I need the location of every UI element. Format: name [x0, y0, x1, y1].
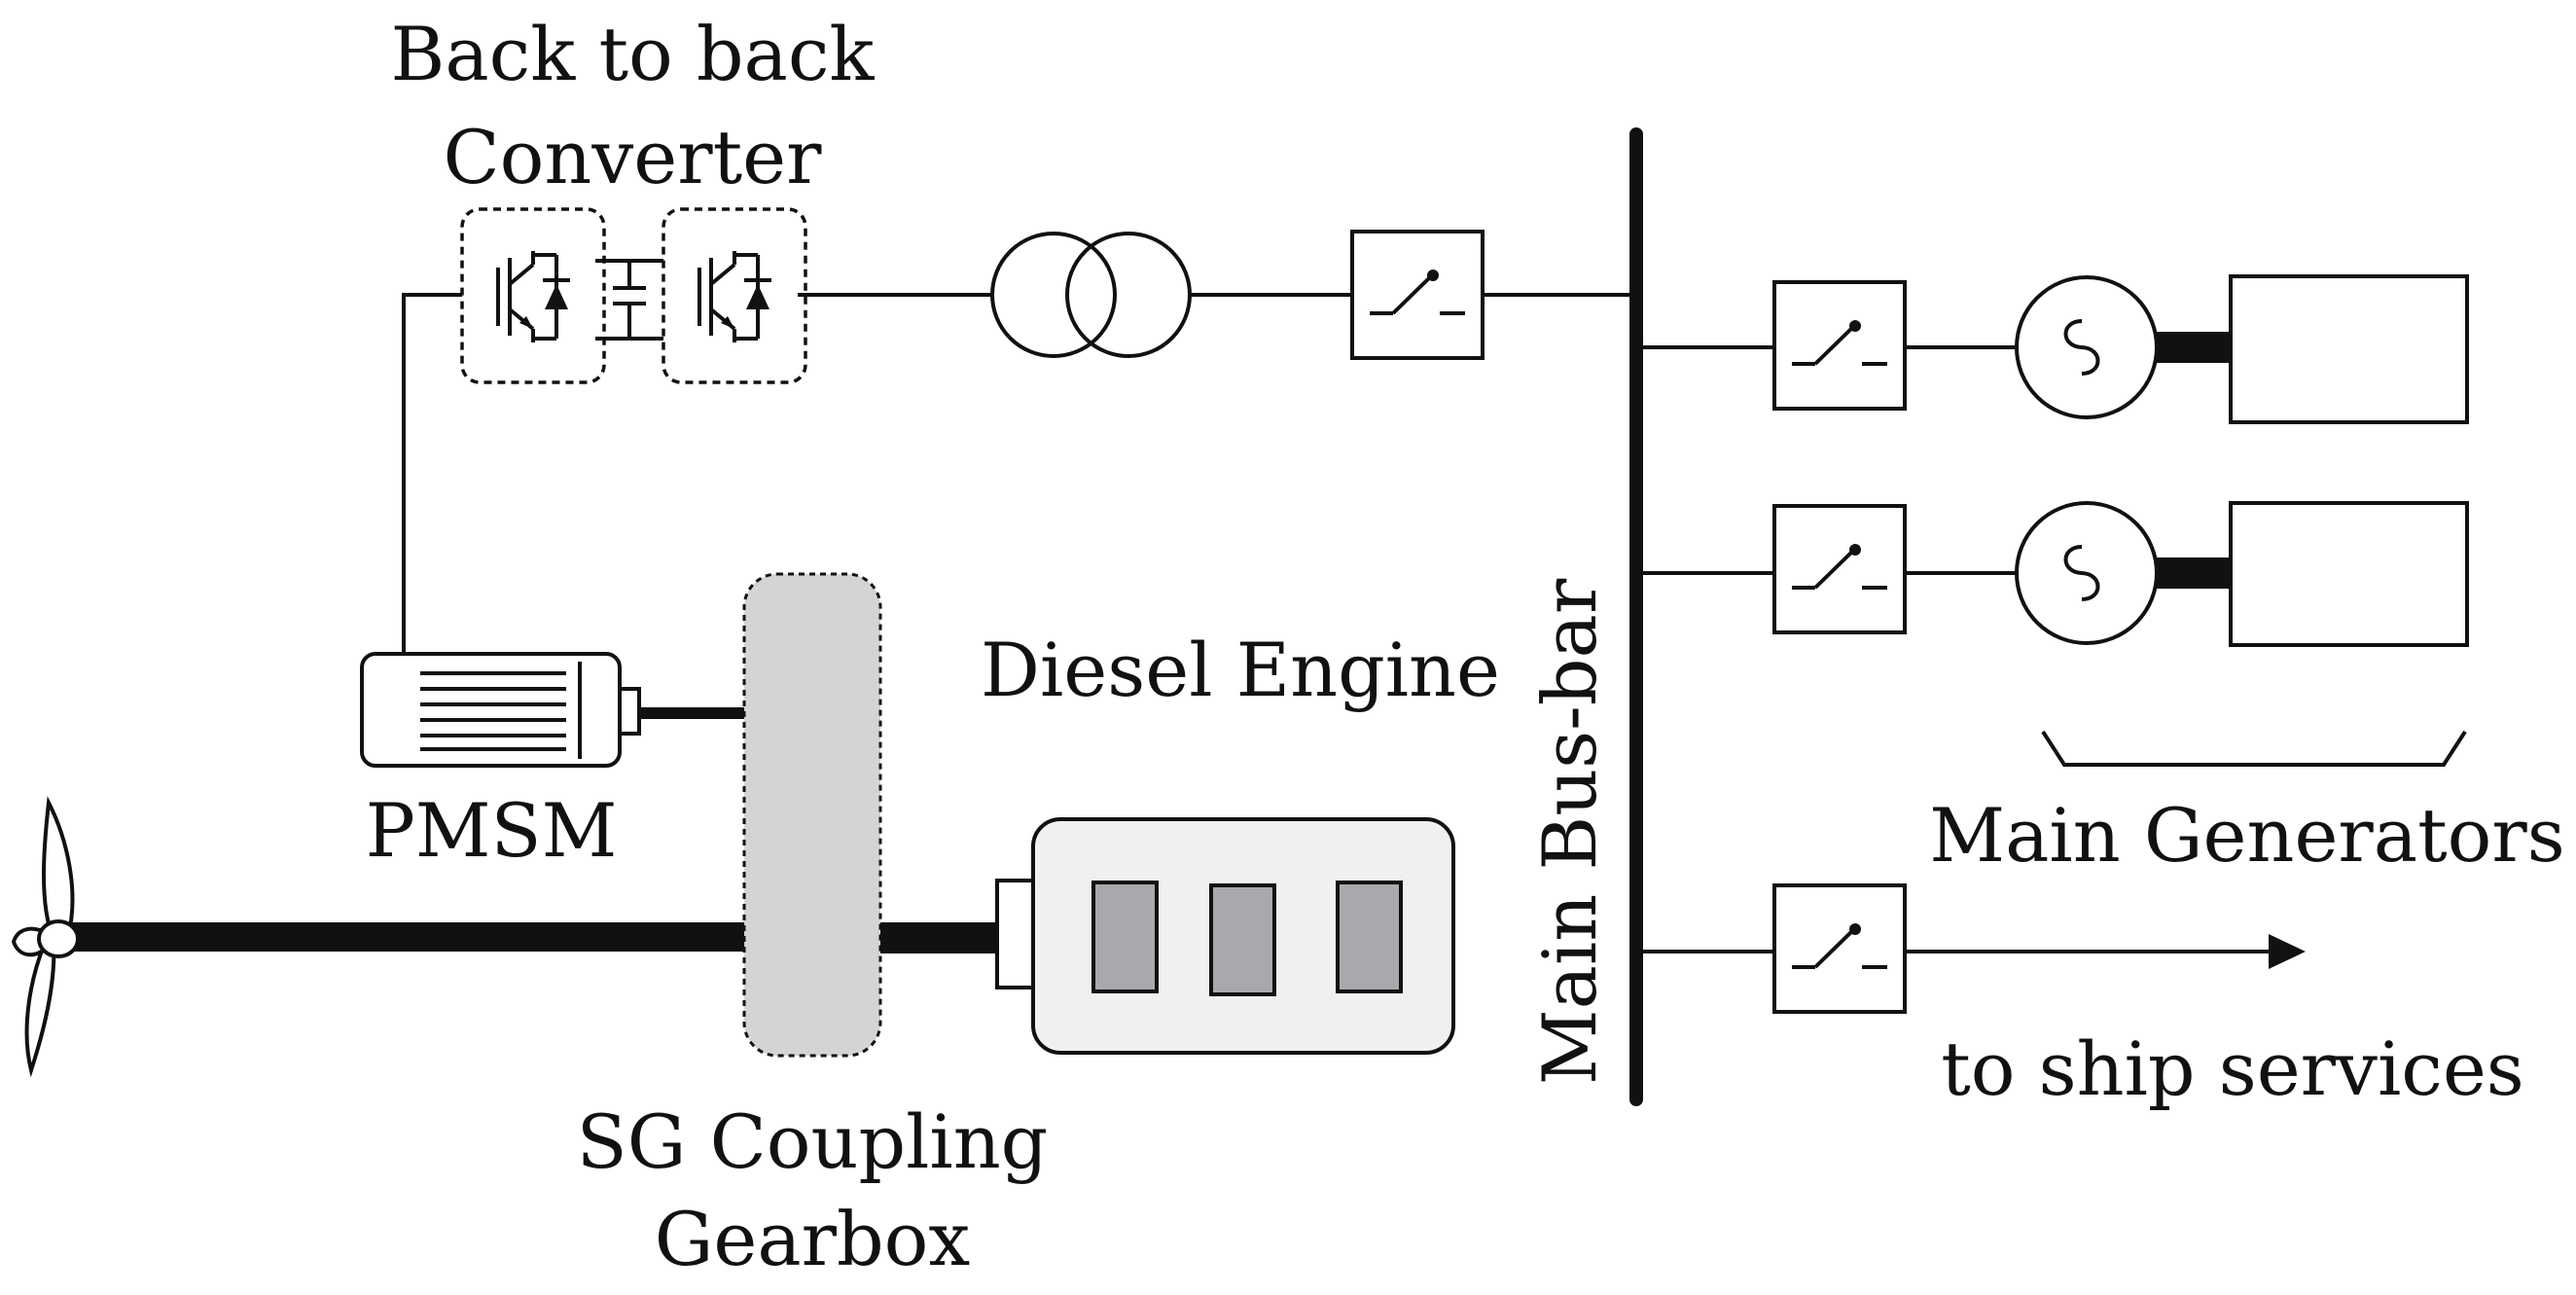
converter-feed-wire — [402, 293, 462, 652]
gearbox-to-engine-shaft — [880, 922, 997, 953]
generator-2 — [2015, 501, 2159, 645]
generator-2-shaft — [2157, 558, 2231, 589]
dc-link-capacitor — [613, 261, 646, 339]
breaker-generator-2 — [1772, 504, 1907, 634]
pmsm-motor — [360, 652, 641, 768]
sg-coupling-gearbox — [742, 572, 882, 1058]
generator-1-prime-mover — [2229, 274, 2469, 424]
breaker-ship-services — [1772, 883, 1907, 1014]
ship-services-label: to ship services — [1941, 1025, 2524, 1112]
generator-1 — [2015, 275, 2159, 419]
ship-services-arrow — [2269, 934, 2306, 969]
propeller-shaft — [70, 922, 751, 952]
breaker-transformer — [1350, 230, 1485, 360]
pmsm-shaft — [637, 707, 746, 719]
generator-2-prime-mover — [2229, 501, 2469, 647]
converter-inverter — [662, 207, 807, 384]
converter-label-line1: Back to back — [391, 11, 876, 97]
converter-rectifier — [460, 207, 606, 384]
converter-label-line2: Converter — [444, 114, 823, 200]
transformer — [990, 232, 1192, 358]
main-generators-bracket — [2041, 730, 2467, 767]
diesel-engine-label: Diesel Engine — [981, 627, 1500, 713]
main-bus-bar-label: Main Bus-bar — [1526, 578, 1613, 1085]
gearbox-label-line2: Gearbox — [655, 1196, 971, 1282]
engine-cylinder-1 — [1091, 881, 1159, 993]
breaker-generator-1 — [1772, 280, 1907, 411]
generator-1-shaft — [2157, 332, 2231, 363]
diesel-engine — [995, 817, 1455, 1055]
engine-cylinder-2 — [1209, 883, 1276, 996]
gearbox-label-line1: SG Coupling — [577, 1098, 1049, 1185]
main-generators-label: Main Generators — [1929, 792, 2564, 879]
engine-cylinder-3 — [1336, 881, 1403, 993]
propeller-icon — [11, 796, 80, 1078]
pmsm-label: PMSM — [366, 787, 618, 874]
